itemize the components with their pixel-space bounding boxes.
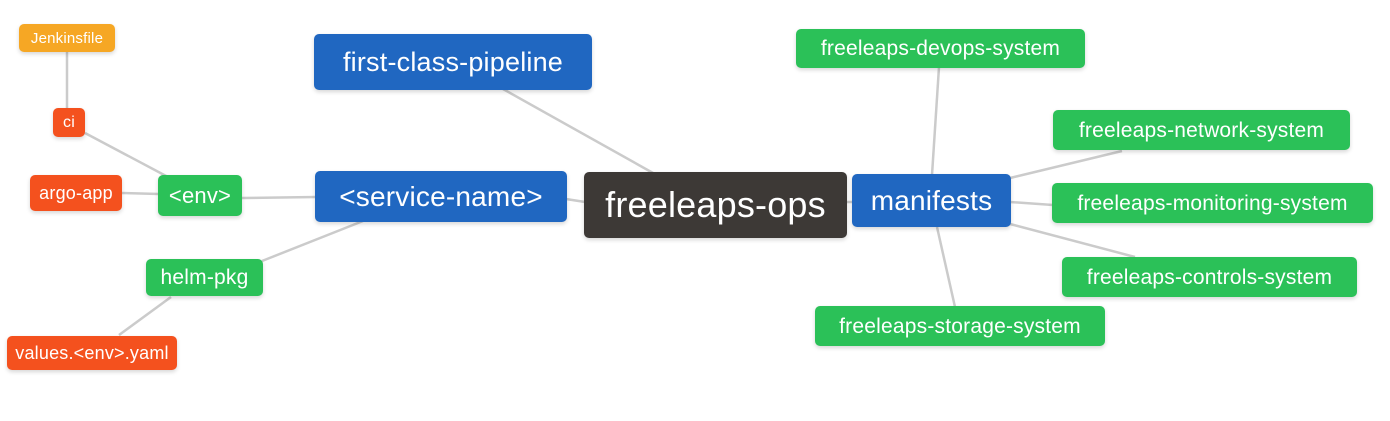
- edge-first-class-pipeline-to-freeleaps-ops: [502, 87, 654, 175]
- node-jenkinsfile[interactable]: Jenkinsfile: [19, 24, 115, 52]
- edge-service-name-to-freeleaps-ops: [565, 197, 586, 204]
- edge-devops-system-to-manifests: [930, 66, 941, 176]
- edge-manifests-to-controls-system: [1009, 222, 1136, 259]
- edge-argo-app-to-env: [120, 191, 160, 196]
- node-helm-pkg[interactable]: helm-pkg: [146, 259, 263, 296]
- edge-values-env-yaml-to-helm-pkg: [118, 295, 172, 337]
- edge-manifests-to-network-system: [1009, 149, 1123, 180]
- edge-ci-to-env: [84, 131, 169, 179]
- node-ci[interactable]: ci: [53, 108, 85, 137]
- node-manifests[interactable]: manifests: [852, 174, 1011, 227]
- node-network-system[interactable]: freeleaps-network-system: [1053, 110, 1350, 150]
- edge-manifests-to-monitoring-system: [1009, 200, 1054, 207]
- node-devops-system[interactable]: freeleaps-devops-system: [796, 29, 1085, 68]
- node-env[interactable]: <env>: [158, 175, 242, 216]
- node-service-name[interactable]: <service-name>: [315, 171, 567, 222]
- node-monitoring-system[interactable]: freeleaps-monitoring-system: [1052, 183, 1373, 223]
- edge-env-to-service-name: [240, 195, 317, 200]
- node-controls-system[interactable]: freeleaps-controls-system: [1062, 257, 1357, 297]
- node-first-class-pipeline[interactable]: first-class-pipeline: [314, 34, 592, 90]
- node-freeleaps-ops[interactable]: freeleaps-ops: [584, 172, 847, 238]
- edge-helm-pkg-to-service-name: [261, 219, 364, 263]
- node-storage-system[interactable]: freeleaps-storage-system: [815, 306, 1105, 346]
- node-values-env-yaml[interactable]: values.<env>.yaml: [7, 336, 177, 370]
- node-argo-app[interactable]: argo-app: [30, 175, 122, 211]
- edge-manifests-to-storage-system: [935, 226, 957, 308]
